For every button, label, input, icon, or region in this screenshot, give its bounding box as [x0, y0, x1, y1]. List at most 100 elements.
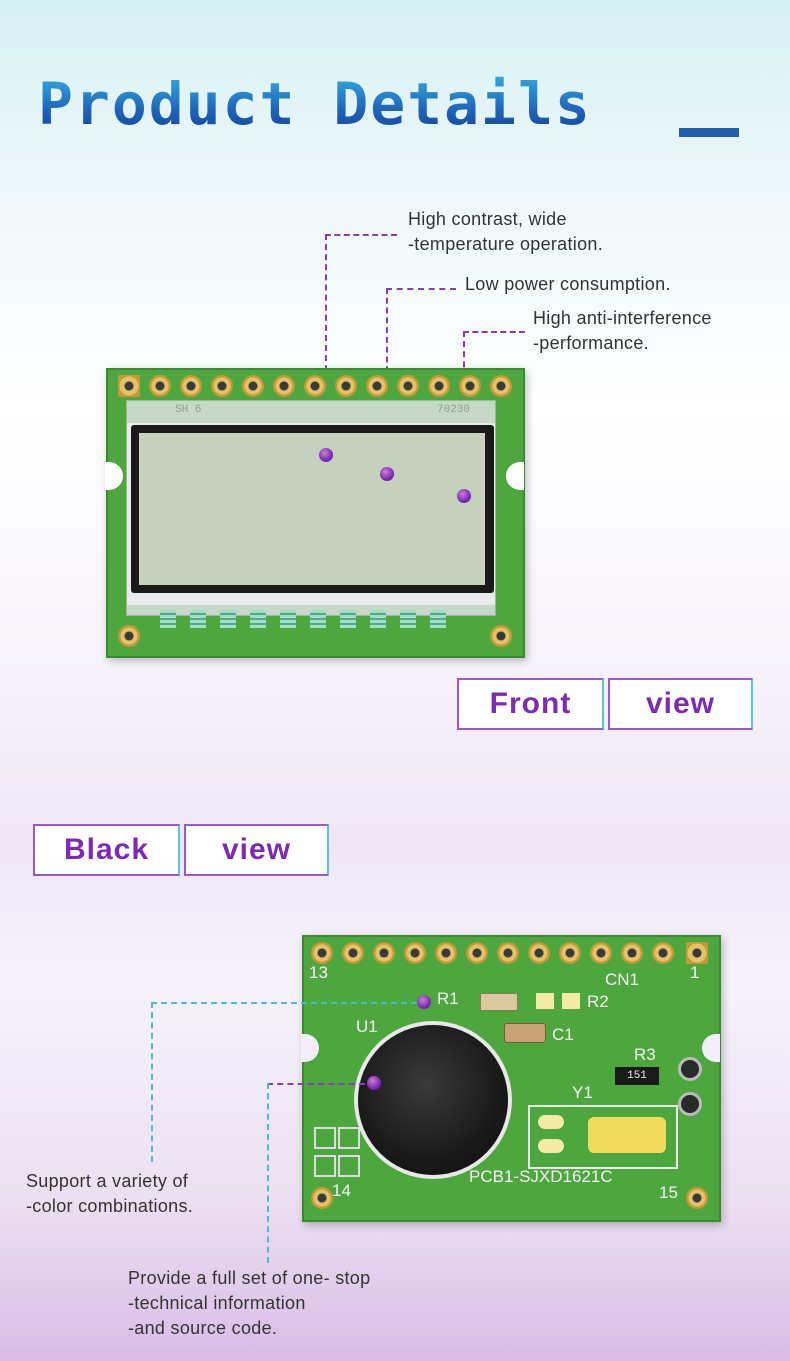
silk-r1: R1: [437, 989, 459, 1008]
page-title: Product Details: [38, 70, 592, 138]
zebra-contact: [430, 610, 446, 628]
zebra-contact: [340, 610, 356, 628]
pcb-pad: [686, 1187, 708, 1209]
pcb-pad: [311, 1187, 333, 1209]
mounting-notch: [702, 1034, 720, 1062]
silk-c1: C1: [552, 1025, 574, 1044]
zebra-contact: [370, 610, 386, 628]
pcb-pad: [428, 375, 450, 397]
zebra-contact: [160, 610, 176, 628]
callout-line: [325, 234, 397, 236]
mounting-notch: [506, 462, 524, 490]
front-note-power: Low power consumption.: [465, 272, 671, 297]
pcb-pad: [466, 942, 488, 964]
back-note-colors: Support a variety of -color combinations…: [26, 1169, 193, 1219]
pcb-pad: [404, 942, 426, 964]
note-line: -performance.: [533, 333, 649, 353]
pcb-pad: [242, 375, 264, 397]
silk-r3: R3: [634, 1045, 656, 1064]
silk-box: [314, 1127, 336, 1149]
via: [678, 1057, 702, 1081]
zebra-contact: [280, 610, 296, 628]
pcb-pad: [490, 375, 512, 397]
back-pcb-image: 13 1 CN1 R1 R2 U1 C1 R3 Y1 14 PCB1-SJXD1…: [301, 935, 721, 1222]
via: [678, 1092, 702, 1116]
callout-dot: [380, 467, 394, 481]
silk-pin-1: 1: [690, 963, 700, 982]
pad-r2: [536, 993, 554, 1009]
callout-line: [267, 1083, 269, 1263]
zebra-contact: [250, 610, 266, 628]
lcd-code: 70230: [437, 404, 471, 416]
silk-box: [314, 1155, 336, 1177]
pcb-pad: [459, 375, 481, 397]
pcb-pad: [497, 942, 519, 964]
pcb-pad: [149, 375, 171, 397]
callout-line: [463, 331, 525, 333]
silk-u1: U1: [356, 1017, 378, 1036]
silk-pin-13: 13: [309, 963, 328, 982]
pcb-pad: [590, 942, 612, 964]
pcb-pad: [686, 942, 708, 964]
callout-line: [151, 1002, 417, 1004]
label-word: Black: [33, 824, 180, 876]
zebra-contact: [220, 610, 236, 628]
silk-box: [338, 1155, 360, 1177]
note-line: High contrast, wide: [408, 209, 567, 229]
callout-line: [386, 288, 456, 290]
note-line: Provide a full set of one- stop: [128, 1268, 371, 1288]
silk-y1: Y1: [572, 1083, 593, 1102]
back-note-technical: Provide a full set of one- stop -technic…: [128, 1266, 370, 1341]
note-line: -and source code.: [128, 1318, 278, 1338]
front-pcb-image: SH 6 70230: [105, 368, 525, 658]
capacitor-c1: [504, 1023, 546, 1043]
silk-pin-15: 15: [659, 1183, 678, 1202]
chip-blob-u1: [358, 1025, 508, 1175]
mounting-notch: [105, 462, 123, 490]
note-line: High anti-interference: [533, 308, 712, 328]
zebra-contact: [400, 610, 416, 628]
crystal-pad: [538, 1115, 564, 1129]
zebra-contact: [190, 610, 206, 628]
pcb-pad: [311, 942, 333, 964]
pcb-pad: [118, 625, 140, 647]
crystal-outline: [528, 1105, 678, 1169]
pcb-pad: [652, 942, 674, 964]
front-note-interference: High anti-interference -performance.: [533, 306, 712, 356]
pcb-pad: [490, 625, 512, 647]
pcb-pad: [211, 375, 233, 397]
back-view-label: Black view: [33, 824, 329, 876]
lcd-glass: SH 6 70230: [126, 400, 496, 616]
pcb-pad: [273, 375, 295, 397]
note-line: -temperature operation.: [408, 234, 604, 254]
silk-pin-14: 14: [332, 1181, 351, 1200]
front-view-label: Front view: [457, 678, 753, 730]
silk-box: [338, 1127, 360, 1149]
label-word: Front: [457, 678, 604, 730]
resistor-r1: [480, 993, 518, 1011]
pcb-pad: [528, 942, 550, 964]
pcb-pad: [366, 375, 388, 397]
front-note-contrast: High contrast, wide -temperature operati…: [408, 207, 603, 257]
mounting-notch: [301, 1034, 319, 1062]
callout-dot: [319, 448, 333, 462]
lcd-screen: [139, 433, 485, 585]
lcd-code: SH 6: [175, 404, 202, 416]
silk-part-number: PCB1-SJXD1621C: [469, 1167, 613, 1186]
pcb-pad: [435, 942, 457, 964]
callout-line: [325, 234, 327, 452]
callout-line: [151, 1002, 153, 1162]
silk-r2: R2: [587, 992, 609, 1011]
label-word: view: [608, 678, 753, 730]
title-underline: [679, 128, 739, 137]
pcb-pad: [621, 942, 643, 964]
silk-cn1: CN1: [605, 970, 640, 989]
pcb-pad: [373, 942, 395, 964]
note-line: Low power consumption.: [465, 274, 671, 294]
callout-dot: [417, 995, 431, 1009]
callout-dot: [457, 489, 471, 503]
pcb-pad: [342, 942, 364, 964]
pcb-pad: [118, 375, 140, 397]
callout-dot: [367, 1076, 381, 1090]
pcb-pad: [397, 375, 419, 397]
